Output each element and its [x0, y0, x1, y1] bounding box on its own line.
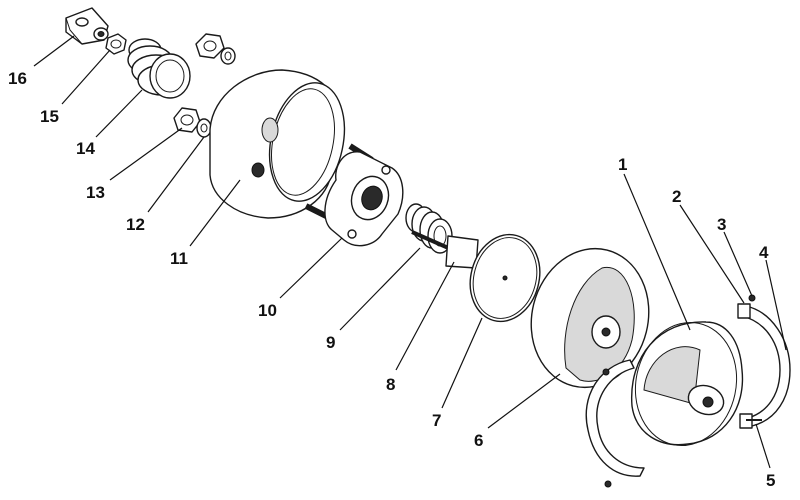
parts-2-5-clamp-ring — [737, 294, 791, 429]
clamp-ring-front — [585, 359, 645, 488]
part-16-clevis — [65, 7, 109, 45]
callout-9: 9 — [326, 333, 335, 352]
callout-16: 16 — [8, 69, 27, 88]
callout-6: 6 — [474, 431, 483, 450]
callout-4: 4 — [759, 243, 769, 262]
part-11-housing — [209, 69, 346, 219]
callout-1: 1 — [618, 155, 627, 174]
part-7-disc — [469, 233, 541, 323]
part-1-cover — [631, 321, 744, 447]
top-nut-washer — [195, 33, 236, 65]
part-12-washer — [196, 118, 212, 138]
part-13-nut — [173, 107, 201, 133]
callout-12: 12 — [126, 215, 145, 234]
callout-2: 2 — [672, 187, 681, 206]
callout-7: 7 — [432, 411, 441, 430]
callout-14: 14 — [76, 139, 95, 158]
callout-labels: 1 2 3 4 5 6 7 8 9 10 11 12 13 14 15 16 — [8, 69, 775, 490]
callout-15: 15 — [40, 107, 59, 126]
callout-11: 11 — [170, 249, 188, 268]
leader-lines — [33, 35, 787, 469]
callout-5: 5 — [766, 471, 775, 490]
callout-13: 13 — [86, 183, 105, 202]
part-10-flange — [304, 143, 404, 247]
callout-10: 10 — [258, 301, 277, 320]
callout-3: 3 — [717, 215, 726, 234]
part-15-nut — [105, 33, 127, 55]
part-6-diaphragm — [530, 247, 650, 389]
part-14-boot — [127, 38, 191, 99]
callout-8: 8 — [386, 375, 395, 394]
